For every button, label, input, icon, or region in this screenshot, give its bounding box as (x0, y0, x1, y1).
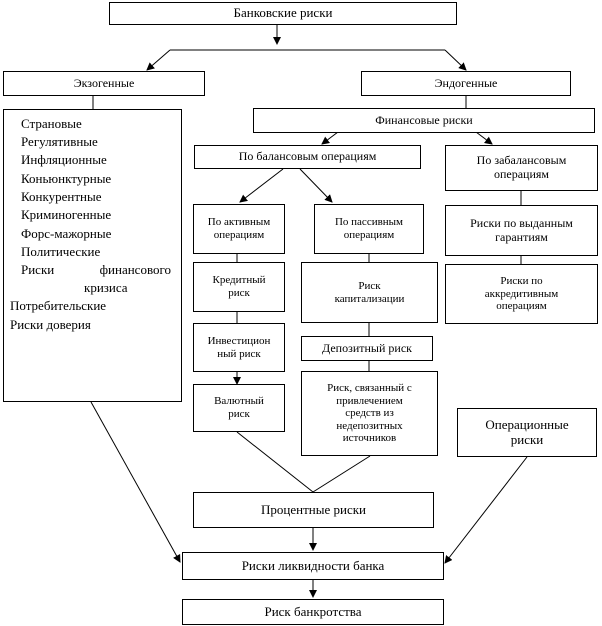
node-guarantees: Риски по выданным гарантиям (445, 205, 598, 256)
arrow-to-exogenous (146, 49, 171, 71)
exo-item: Страновые (21, 116, 82, 131)
arrow-exo-to-liquidity (90, 401, 181, 563)
node-passive-operations: По пассивным операциям (314, 204, 424, 254)
exo-item: Потребительские (10, 298, 107, 313)
converge-right (312, 455, 371, 493)
exo-item: Коньюнктурные (21, 171, 112, 186)
exo-item: Регулятивные (21, 134, 98, 149)
node-endogenous: Эндогенные (361, 71, 571, 96)
exo-item: Риски доверия (10, 317, 91, 332)
arrow-to-endogenous (444, 49, 467, 71)
exo-item: Конкурентные (21, 189, 102, 204)
node-bank-risks: Банковские риски (109, 2, 457, 25)
node-credit-risk: Кредитный риск (193, 262, 285, 312)
node-active-operations: По активным операциям (193, 204, 285, 254)
node-bankruptcy-risk: Риск банкротства (182, 599, 444, 625)
node-operational-risks: Операционные риски (457, 408, 597, 457)
exo-item: кризиса (84, 280, 128, 295)
exo-item: Криминогенные (21, 207, 112, 222)
node-letters-of-credit: Риски по аккредитивным операциям (445, 264, 598, 324)
node-balance-operations: По балансовым операциям (194, 145, 421, 169)
exo-item: Форс-мажорные (21, 226, 112, 241)
node-nondeposit-risk: Риск, связанный с привлечением средств и… (301, 371, 438, 456)
node-financial-risks: Финансовые риски (253, 108, 595, 133)
node-offbalance-operations: По забалансовым операциям (445, 145, 598, 191)
node-interest-risks: Процентные риски (193, 492, 434, 528)
node-liquidity-risks: Риски ликвидности банка (182, 552, 444, 580)
node-investment-risk: Инвестицион ный риск (193, 323, 285, 372)
exo-item: Риски финансового (21, 262, 171, 277)
node-exogenous: Экзогенные (3, 71, 205, 96)
exo-item: Политические (21, 244, 101, 259)
node-currency-risk: Валютный риск (193, 384, 285, 432)
node-capitalization-risk: Риск капитализации (301, 262, 438, 323)
exo-item: Инфляционные (21, 152, 107, 167)
converge-left (236, 431, 314, 493)
exogenous-risk-list: Страновые Регулятивные Инфляционные Конь… (3, 109, 182, 402)
arrow-op-to-liquidity (444, 456, 528, 564)
node-deposit-risk: Депозитный риск (301, 336, 433, 361)
